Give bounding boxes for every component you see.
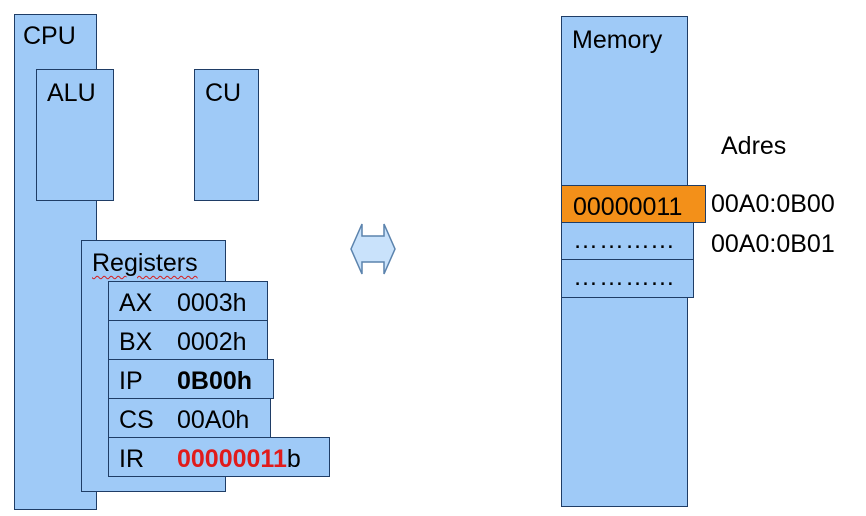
register-row-ax: AX 0003h: [108, 281, 268, 321]
register-row-ir: IR 00000011b: [108, 437, 330, 477]
cu-label: CU: [205, 79, 242, 107]
memory-cell-highlighted: 00000011: [561, 185, 706, 223]
memory-cell-value: ………...: [573, 263, 675, 291]
registers-label: Registers: [92, 249, 198, 277]
memory-cell: ………...: [561, 222, 694, 260]
register-row-ip: IP 0B00h: [108, 359, 274, 399]
memory-cell-value: 00000011: [573, 193, 683, 221]
cu-block: [194, 69, 259, 201]
register-name: IR: [119, 445, 144, 473]
register-value: 0B00h: [177, 367, 253, 395]
register-value: 00000011b: [177, 445, 301, 474]
register-row-bx: BX 0002h: [108, 320, 268, 360]
register-value: 0002h: [177, 328, 247, 356]
ir-value-bits: 00000011: [177, 445, 287, 473]
cpu-label: CPU: [23, 22, 76, 50]
register-value: 0003h: [177, 289, 247, 317]
alu-label: ALU: [47, 79, 96, 107]
memory-cell: ………...: [561, 259, 694, 298]
memory-label: Memory: [572, 26, 663, 54]
alu-block: [36, 69, 114, 201]
address-header: Adres: [721, 132, 787, 160]
memory-cell-value: ………...: [573, 226, 675, 254]
bidirectional-arrow-icon: [350, 223, 396, 275]
ir-value-suffix: b: [286, 445, 301, 473]
register-value: 00A0h: [177, 406, 250, 434]
register-row-cs: CS 00A0h: [108, 398, 271, 438]
memory-address: 00A0:0B00: [711, 190, 835, 218]
register-name: BX: [119, 328, 153, 356]
register-name: CS: [119, 406, 154, 434]
register-name: AX: [119, 289, 153, 317]
register-name: IP: [119, 367, 143, 395]
memory-address: 00A0:0B01: [711, 230, 835, 258]
